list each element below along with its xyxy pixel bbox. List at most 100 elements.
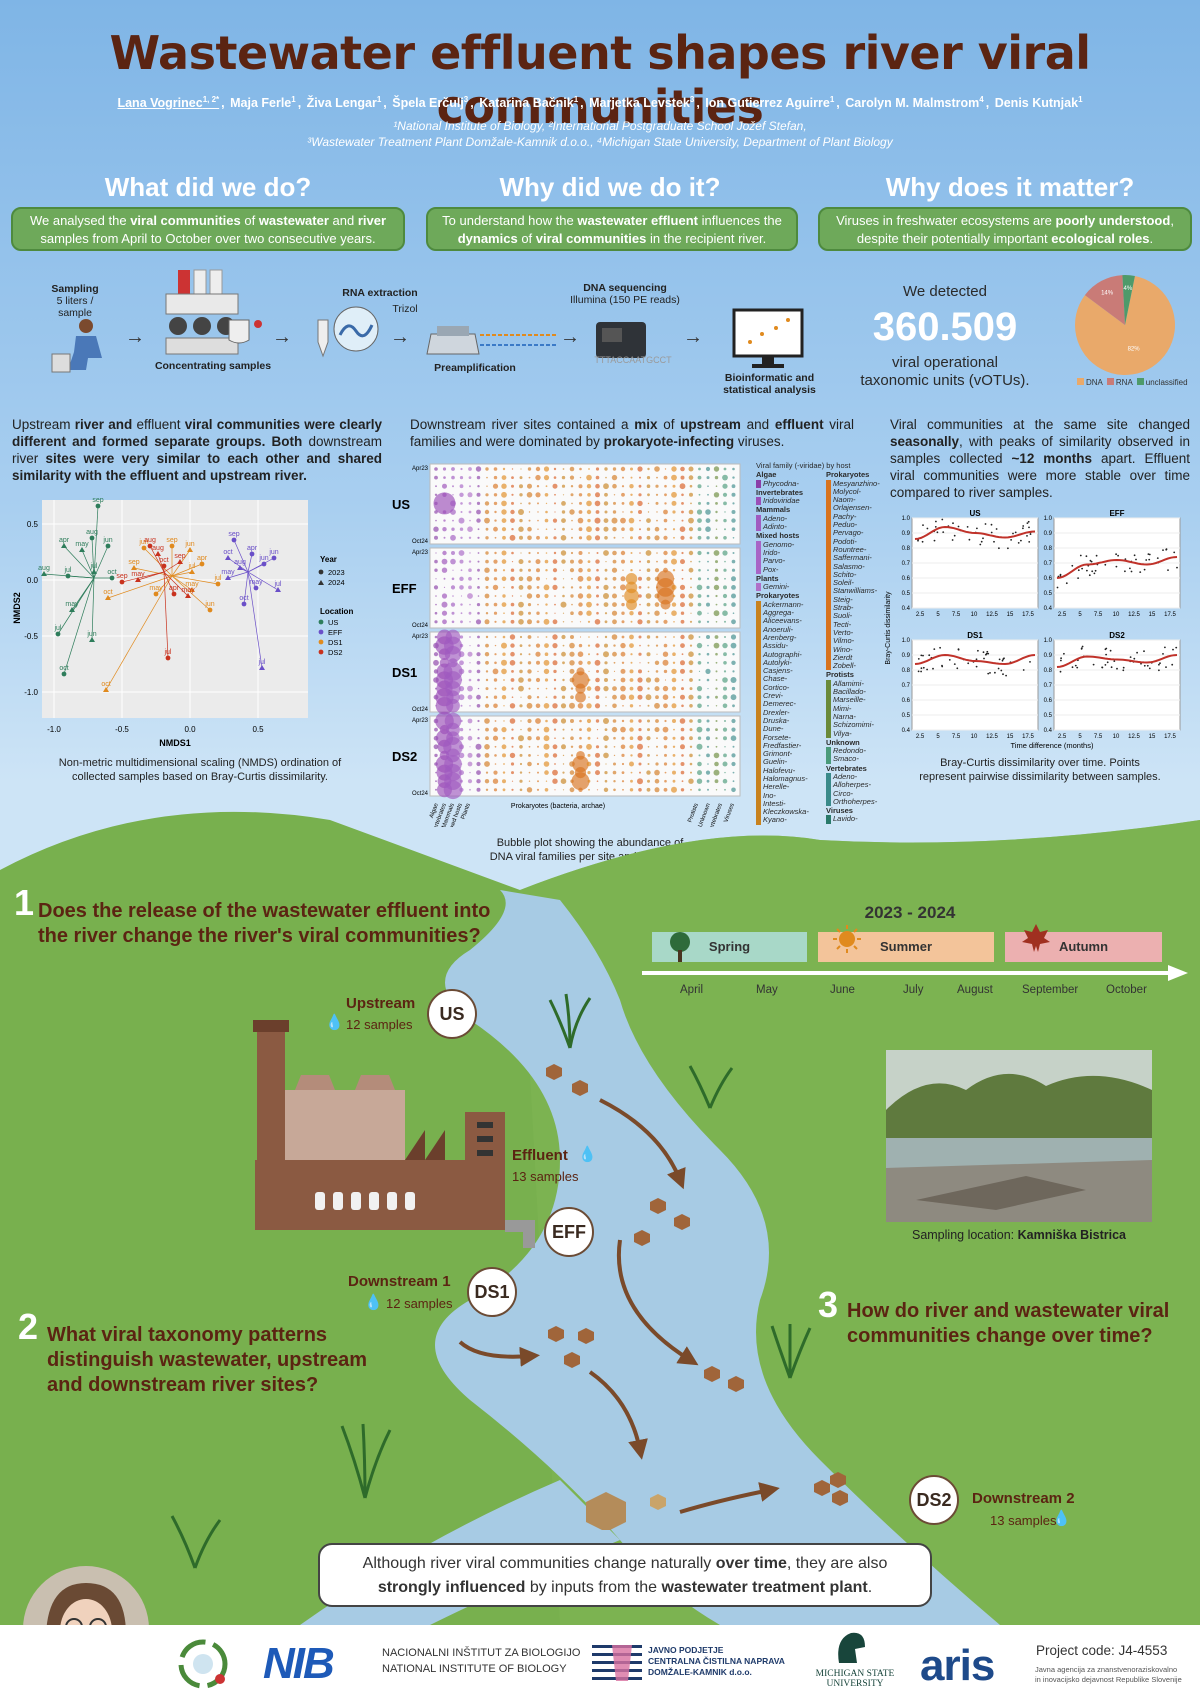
bubble-mark — [690, 612, 692, 614]
q1-title: Does the release of the wastewater efflu… — [38, 899, 558, 949]
bubble-mark — [586, 743, 592, 750]
bubble-mark — [527, 678, 532, 682]
nmds-point — [65, 573, 71, 579]
bubble-mark — [671, 466, 677, 472]
bubble-mark — [672, 510, 676, 514]
body-text: influences the — [697, 213, 782, 228]
bray-point — [1158, 669, 1160, 672]
bray-point — [928, 654, 931, 657]
nmds-point-label: may — [131, 571, 145, 578]
finding-bubble: Downstream river sites contained a mix o… — [410, 416, 854, 450]
bubble-mark — [526, 576, 533, 582]
bubble-mark — [442, 527, 447, 532]
ccn-logo-icon — [592, 1645, 642, 1681]
computer-chart-icon — [732, 308, 804, 368]
bubble-mark — [578, 745, 583, 749]
bubble-mark — [603, 584, 609, 590]
bubble-mark — [638, 728, 642, 732]
bray-point — [1022, 525, 1025, 527]
bubble-mark — [596, 611, 599, 615]
bubble-mark — [624, 588, 639, 604]
y-tick-label: 0.0 — [27, 576, 39, 585]
bray-point — [989, 672, 991, 674]
bubble-legend-item: Bacillado- — [826, 687, 896, 697]
bubble-mark — [604, 568, 608, 572]
bubble-legend-item: Aliceevans- — [756, 617, 826, 626]
bray-point — [932, 667, 934, 670]
bubble-mark — [664, 753, 667, 757]
bray-point — [1135, 558, 1137, 561]
bubble-mark — [511, 771, 514, 775]
bubble-mark — [612, 719, 617, 723]
bubble-mark — [671, 677, 677, 683]
bubble-mark — [664, 612, 667, 614]
bubble-mark — [484, 517, 490, 524]
bubble-legend-item: Demerec- — [756, 700, 826, 709]
bubble-mark — [578, 660, 583, 665]
bubble-mark — [715, 502, 718, 505]
emphasis-text: river — [357, 213, 387, 228]
bubble-mark — [537, 603, 539, 606]
bubble-mark — [528, 653, 531, 656]
bubble-mark — [441, 558, 448, 565]
bubble-mark — [503, 720, 505, 722]
bray-y-tick: 0.8 — [1044, 668, 1053, 674]
bubble-mark — [689, 484, 693, 488]
bray-point — [1060, 657, 1062, 660]
bubble-mark — [595, 527, 600, 532]
bubble-mark — [681, 577, 684, 580]
bubble-mark — [705, 466, 711, 472]
bubble-mark — [654, 702, 660, 709]
bray-point — [1101, 666, 1103, 669]
bubble-mark — [637, 735, 643, 741]
bubble-mark — [706, 476, 710, 480]
bubble-mark — [459, 744, 464, 750]
nib-logo: NIB — [263, 1639, 335, 1688]
nmds-point-label: aug — [86, 529, 98, 536]
bray-point — [1104, 563, 1107, 566]
bray-point — [1077, 577, 1079, 579]
bray-point — [1092, 663, 1095, 666]
timeline-month: July — [903, 984, 924, 996]
bubble-mark — [731, 585, 736, 590]
bubble-mark — [696, 726, 703, 733]
nmds-point-label: oct — [223, 549, 232, 556]
bray-x-tick: 12.5 — [986, 612, 998, 618]
bubble-mark — [433, 659, 439, 666]
bubble-mark — [450, 509, 456, 515]
bubble-mark — [543, 466, 550, 472]
bubble-mark — [707, 560, 709, 563]
bubble-mark — [715, 745, 718, 748]
bubble-mark — [493, 788, 498, 792]
bubble-mark — [561, 475, 566, 480]
bubble-mark — [646, 635, 651, 639]
project-logo-icon — [178, 1639, 228, 1689]
bray-point — [990, 531, 993, 534]
bubble-mark — [714, 779, 719, 784]
bubble-mark — [696, 509, 703, 515]
bubble-mark — [536, 736, 540, 741]
bubble-mark — [527, 727, 532, 732]
bubble-mark — [544, 770, 549, 775]
bubble-mark — [535, 651, 541, 657]
bubble-mark — [731, 527, 736, 531]
bray-point — [1167, 569, 1169, 571]
nmds-point-label: sep — [166, 537, 177, 544]
nmds-spider-line — [93, 545, 109, 579]
bubble-mark — [688, 602, 694, 607]
bubble-mark — [545, 603, 548, 606]
body-text: and — [740, 417, 775, 432]
bubble-mark — [706, 753, 710, 758]
bubble-mark — [671, 602, 677, 607]
bubble-mark — [646, 568, 651, 572]
bubble-mark — [621, 502, 625, 505]
bubble-mark — [689, 736, 693, 741]
bubble-mark — [647, 511, 650, 513]
bubble-legend-group: Prokaryotes — [826, 470, 870, 480]
bubble-mark — [536, 611, 540, 615]
bubble-x-group: Algae — [429, 802, 440, 819]
bubble-mark — [647, 493, 650, 497]
bubble-mark — [502, 594, 506, 598]
bubble-mark — [586, 484, 592, 489]
bubble-mark — [552, 559, 558, 564]
